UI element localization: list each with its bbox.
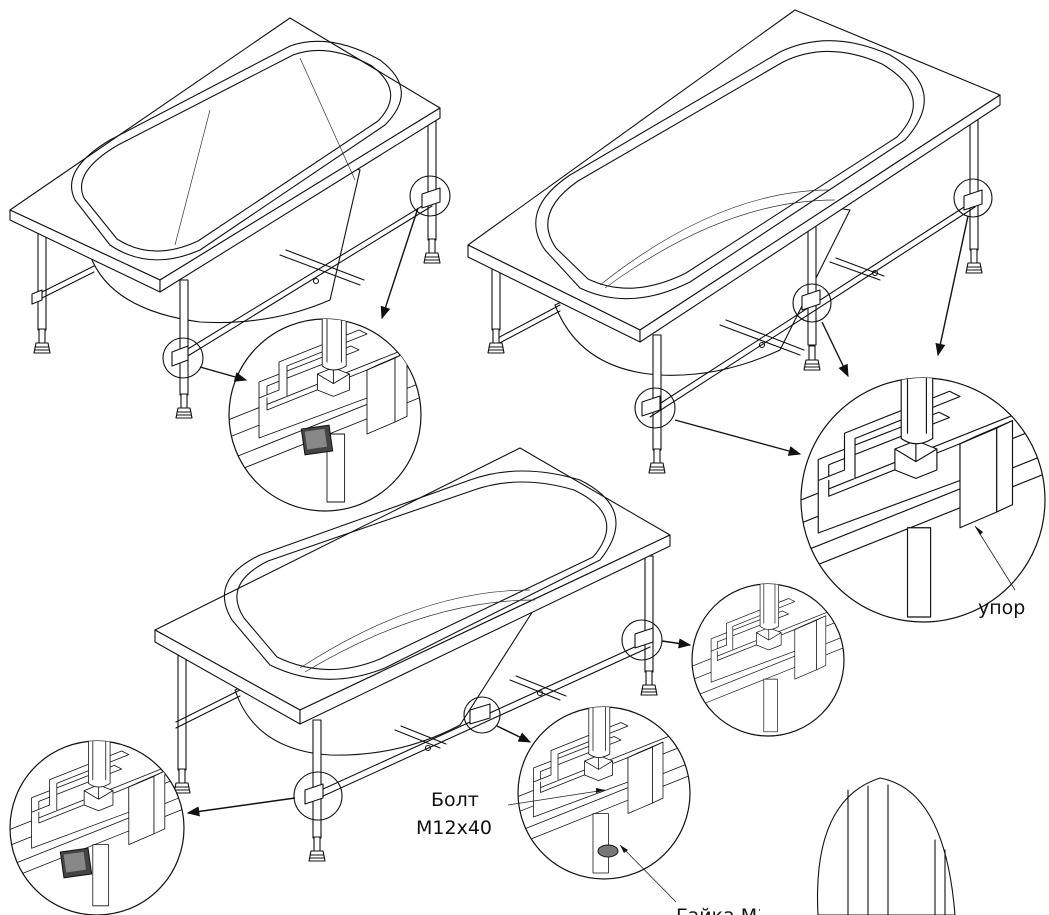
bathtub-1 [9,17,451,419]
label-bolt-line2: М12х40 [416,817,492,839]
detail-circle-a [228,318,422,512]
bathtub-3 [154,447,671,862]
label-nut: Гайка М12 [676,905,781,915]
detail-partial-f [816,777,956,915]
label-upor: упор [978,597,1025,619]
label-bolt-line1: Болт [431,789,479,811]
bathtub-2 [467,9,1001,474]
annotations: упор Болт М12х40 Гайка М12 [416,525,1025,915]
detail-circle-e [517,706,691,880]
detail-circle-b [800,377,1046,623]
detail-circle-d [9,740,185,915]
detail-circle-c [691,583,845,737]
callout-arrows [186,207,969,817]
